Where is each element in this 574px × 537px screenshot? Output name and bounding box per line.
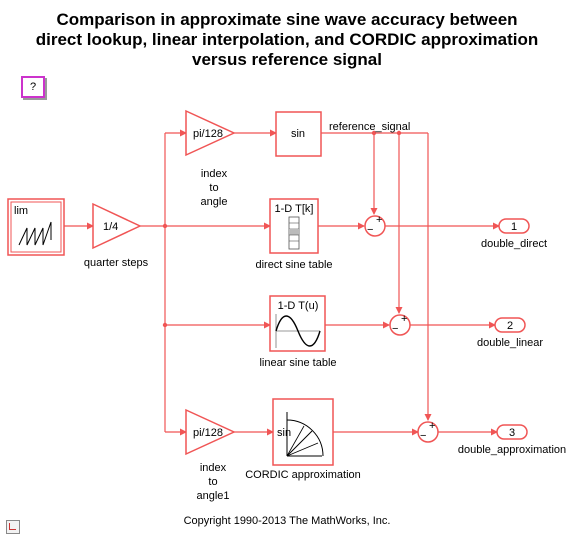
- gain-index1-label-3: angle1: [196, 490, 229, 502]
- direct-table-text: 1-D T[k]: [275, 203, 314, 215]
- linear-sine-table-block[interactable]: 1-D T(u): [269, 295, 326, 352]
- outport-3[interactable]: 3: [496, 424, 528, 440]
- title-line-2: direct lookup, linear interpolation, and…: [35, 30, 539, 49]
- sum-block-linear[interactable]: + −: [389, 313, 411, 336]
- gain-index-to-angle1-block[interactable]: pi/128: [185, 408, 236, 456]
- title-line-3: versus reference signal: [192, 50, 382, 69]
- diagram-title: Comparison in approximate sine wave accu…: [0, 10, 574, 70]
- gain-index-label-2: to: [209, 182, 218, 194]
- gain-index-label-3: angle: [201, 196, 228, 208]
- repeating-sequence-block[interactable]: lim: [7, 198, 65, 256]
- sum-approx-minus: −: [420, 430, 426, 442]
- outport-2-number: 2: [507, 320, 513, 332]
- gain-quarter-label: quarter steps: [84, 257, 149, 269]
- gain-index1-label-2: to: [208, 476, 217, 488]
- sum-block-direct[interactable]: + −: [364, 214, 386, 237]
- copyright-text: Copyright 1990-2013 The MathWorks, Inc.: [183, 515, 391, 527]
- outport-1-number: 1: [511, 221, 517, 233]
- source-label: lim: [14, 205, 28, 217]
- gain-quarter-block[interactable]: 1/4: [92, 202, 142, 250]
- outport-2[interactable]: 2: [494, 317, 526, 333]
- sum-linear-plus: +: [401, 313, 407, 325]
- reference-signal-label: reference_signal: [329, 121, 410, 133]
- gain-index-label-1: index: [201, 168, 228, 180]
- gain-quarter-text: 1/4: [103, 221, 118, 233]
- direct-table-label: direct sine table: [255, 259, 332, 271]
- linear-table-text: 1-D T(u): [278, 300, 319, 312]
- gain-index1-label-1: index: [200, 462, 227, 474]
- gain-index-to-angle-block[interactable]: pi/128: [185, 109, 236, 157]
- outport-1-label: double_direct: [481, 238, 547, 250]
- signal-lines: [64, 129, 500, 436]
- sum-block-approximation[interactable]: + −: [417, 420, 439, 443]
- sum-linear-minus: −: [392, 323, 398, 335]
- sin-block[interactable]: sin: [275, 111, 322, 157]
- sine-wave-icon: [275, 315, 321, 347]
- outport-3-number: 3: [509, 427, 515, 439]
- model-status-icon[interactable]: [6, 520, 20, 534]
- title-line-1: Comparison in approximate sine wave accu…: [56, 10, 518, 29]
- sin-text: sin: [291, 128, 305, 140]
- direct-sine-table-block[interactable]: 1-D T[k]: [269, 198, 319, 254]
- sum-approx-plus: +: [429, 420, 435, 432]
- gain-index-text: pi/128: [193, 128, 223, 140]
- cordic-rotation-icon: [286, 412, 324, 457]
- outport-2-label: double_linear: [477, 337, 543, 349]
- outport-1[interactable]: 1: [498, 218, 530, 234]
- cordic-label: CORDIC approximation: [245, 469, 361, 481]
- cordic-approximation-block[interactable]: sin: [272, 398, 334, 466]
- sum-direct-minus: −: [367, 224, 373, 236]
- gain-index1-text: pi/128: [193, 427, 223, 439]
- linear-table-label: linear sine table: [259, 357, 336, 369]
- sawtooth-icon: [18, 221, 52, 246]
- outport-3-label: double_approximation: [458, 444, 566, 456]
- cordic-text: sin: [277, 427, 291, 439]
- table-grid-icon: [288, 216, 300, 250]
- help-button[interactable]: ?: [21, 76, 45, 98]
- sum-direct-plus: +: [376, 214, 382, 226]
